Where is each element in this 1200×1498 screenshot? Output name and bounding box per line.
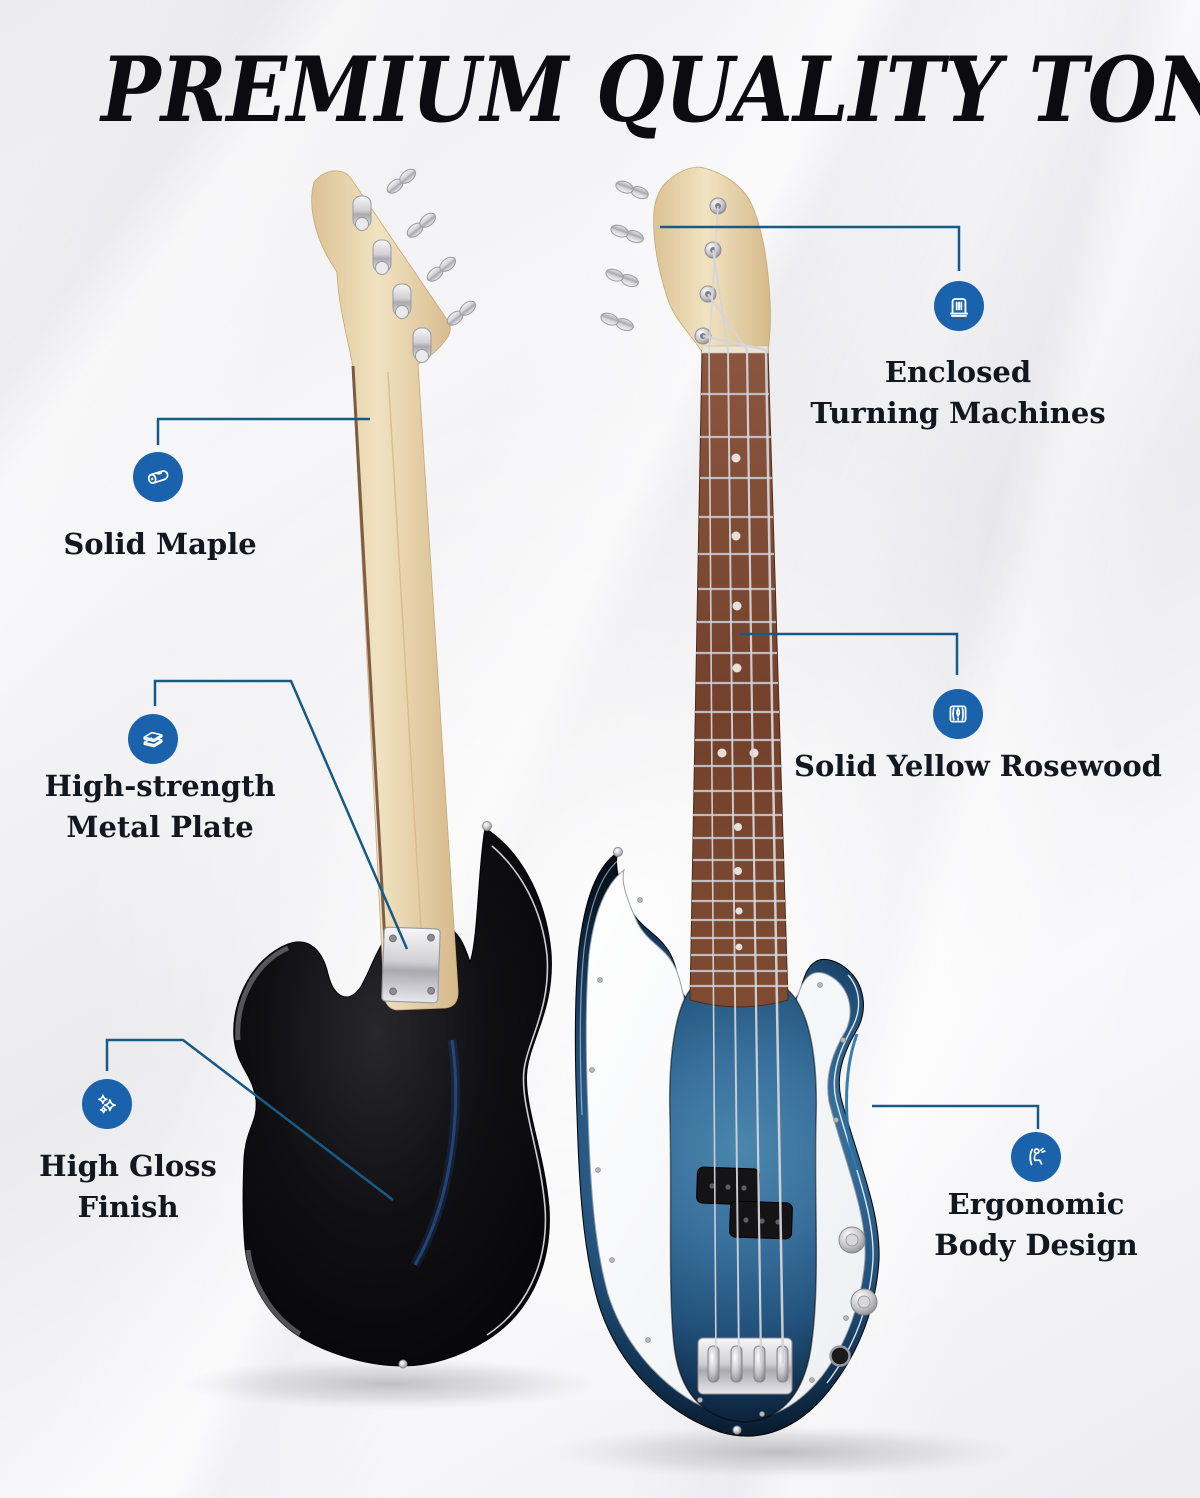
enclosed-tuners-icon xyxy=(934,281,984,331)
callout-label-gloss: High Gloss Finish xyxy=(39,1149,217,1225)
output-jack xyxy=(829,1345,851,1367)
callout-line-rosewood xyxy=(740,632,959,675)
fretboard xyxy=(689,349,789,1008)
back-neck-fretboard-edge xyxy=(351,365,388,961)
page-title: PREMIUM QUALITY TONEWOOD xyxy=(0,40,1200,141)
back-body-edge-highlight xyxy=(486,845,549,1336)
neck-plate xyxy=(381,926,441,1004)
callout-lines xyxy=(105,225,1040,1201)
shadow-front-guitar xyxy=(547,1425,1017,1479)
strap-pin xyxy=(482,821,492,831)
ergonomic-contour-arc xyxy=(845,1033,859,1171)
back-body xyxy=(233,827,552,1367)
strap-pin-front-bottom xyxy=(732,1425,742,1435)
back-body-blue-reflection-core xyxy=(413,1039,458,1266)
shadow-back-guitar xyxy=(180,1358,600,1410)
frets xyxy=(690,392,788,988)
tone-knob-top xyxy=(857,1295,871,1309)
bridge xyxy=(697,1337,793,1395)
callout-label-metal-plate: High-strength Metal Plate xyxy=(44,769,276,845)
split-pickup xyxy=(696,1166,793,1240)
front-headstock xyxy=(653,166,771,353)
nut xyxy=(701,345,769,354)
metal-plates-icon xyxy=(128,714,178,764)
callout-label-turning-machines: Enclosed Turning Machines xyxy=(810,355,1106,431)
back-neck-maple xyxy=(311,170,459,1011)
back-body-left-sheen xyxy=(235,945,302,1337)
callout-line-solid-maple xyxy=(156,417,370,445)
strap-pin-front-horn xyxy=(613,847,623,857)
callout-label-rosewood: Solid Yellow Rosewood xyxy=(794,749,1162,783)
callout-line-metal-plate xyxy=(153,679,409,950)
front-tuner-keys xyxy=(600,180,649,332)
callout-line-gloss xyxy=(105,1038,394,1201)
volume-knob-top xyxy=(845,1233,859,1247)
bass-guitar-back-view xyxy=(233,168,552,1369)
callout-label-solid-maple: Solid Maple xyxy=(63,527,257,561)
pickguard-screws xyxy=(589,897,859,1417)
page-title-text: PREMIUM QUALITY TONEWOOD xyxy=(101,37,1200,143)
back-tuning-machines xyxy=(352,168,477,363)
front-body-binding-left xyxy=(579,857,622,1116)
back-neck-seam xyxy=(387,371,425,981)
seated-person-icon xyxy=(1011,1132,1061,1182)
wood-grain-icon xyxy=(933,689,983,739)
sparkles-icon xyxy=(82,1079,132,1129)
callout-line-ergonomic xyxy=(872,1104,1040,1129)
callout-label-ergonomic: Ergonomic Body Design xyxy=(934,1187,1138,1263)
bass-guitar-front-view xyxy=(574,166,880,1437)
strap-pin-bottom xyxy=(398,1359,408,1369)
strings xyxy=(702,205,785,1365)
wood-log-icon xyxy=(133,452,183,502)
callout-line-turning-machines xyxy=(660,225,961,271)
